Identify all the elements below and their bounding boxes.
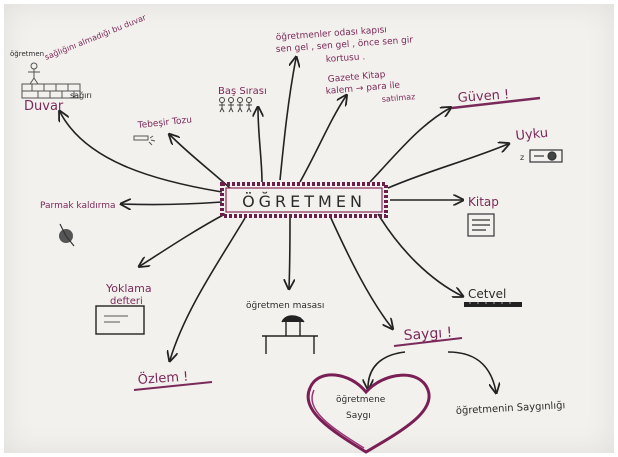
center-label: ÖĞRETMEN bbox=[242, 192, 366, 211]
kitap-node: Kitap bbox=[467, 195, 499, 237]
arrow-to-bas-sirasi bbox=[258, 108, 262, 183]
arrow-to-yoklama bbox=[140, 213, 226, 266]
yoklama-label: Yoklama bbox=[105, 282, 152, 295]
book-icon bbox=[467, 213, 495, 237]
uyku-label: Uyku bbox=[515, 126, 549, 144]
paper-background bbox=[4, 4, 614, 453]
arrow-to-gazete bbox=[299, 96, 346, 183]
tebesir-node: Tebeşir Tozu bbox=[133, 115, 192, 146]
arrow-to-uyku bbox=[387, 144, 508, 189]
ogretmen-small-label: öğretmen bbox=[10, 50, 44, 58]
arrow-to-cetvel bbox=[377, 213, 462, 296]
guven-label: Güven ! bbox=[457, 87, 510, 106]
kitap-label: Kitap bbox=[468, 195, 499, 209]
arrow-to-masa bbox=[289, 217, 290, 288]
arrow-to-saygi bbox=[329, 215, 392, 328]
svg-text:z: z bbox=[520, 153, 524, 162]
cetvel-label: Cetvel bbox=[468, 287, 506, 301]
defteri-label: defteri bbox=[110, 296, 143, 307]
ozlem-underline bbox=[133, 381, 213, 391]
ozlem-label: Özlem ! bbox=[137, 367, 189, 387]
tebesir-label: Tebeşir Tozu bbox=[136, 115, 192, 131]
arrow-saygi-right bbox=[447, 351, 496, 392]
yoklama-node: Yoklama defteri bbox=[95, 282, 152, 335]
oda-line-3: kortusu . bbox=[326, 52, 366, 65]
saygi-label: Saygı ! bbox=[403, 325, 453, 344]
stick-figure-icon bbox=[28, 62, 40, 85]
chalk-icon bbox=[133, 135, 156, 146]
bas-sirasi-node: Baş Sırası bbox=[218, 86, 267, 113]
saygi-underline bbox=[393, 337, 463, 347]
sleeping-person-icon: z bbox=[520, 149, 563, 163]
ogretmene-label: öğretmene bbox=[336, 395, 386, 405]
parmak-label: Parmak kaldırma bbox=[40, 201, 116, 211]
desk-icon bbox=[262, 315, 318, 354]
masa-label: öğretmen masası bbox=[246, 301, 324, 311]
heart-node: öğretmene Saygı bbox=[306, 373, 431, 454]
bas-sirasi-label: Baş Sırası bbox=[218, 86, 267, 97]
ozlem-node: Özlem ! bbox=[133, 367, 213, 391]
saygi-node: Saygı ! bbox=[393, 325, 463, 347]
masa-node: öğretmen masası bbox=[246, 301, 324, 354]
ruler-icon bbox=[464, 302, 522, 307]
duvar-label: Duvar bbox=[24, 99, 64, 114]
brick-wall-icon bbox=[21, 83, 81, 99]
arrow-to-tebesir bbox=[170, 135, 231, 189]
uyku-node: Uyku z bbox=[515, 126, 563, 163]
saglik-note: sağlığını almadığı bu duvar bbox=[43, 13, 148, 62]
arrow-to-duvar bbox=[60, 112, 223, 193]
arrow-saygi-left bbox=[368, 351, 406, 388]
gazete-node: Gazete Kitap kalem → para ile satılmaz bbox=[325, 70, 415, 104]
students-row-icon bbox=[219, 97, 252, 113]
parmak-node: Parmak kaldırma bbox=[40, 201, 116, 247]
duvar-sagiri-label: sağırı bbox=[70, 91, 92, 100]
saygi-small-label: Saygı bbox=[346, 411, 371, 421]
raised-hand-icon bbox=[59, 223, 75, 247]
arrow-to-oda bbox=[279, 58, 296, 181]
attendance-book-icon bbox=[95, 305, 145, 335]
duvar-node: öğretmen sağlığını almadığı bu duvar Duv… bbox=[10, 13, 148, 114]
arrow-to-guven bbox=[369, 108, 450, 183]
arrow-to-ozlem bbox=[170, 217, 246, 360]
guven-node: Güven ! bbox=[451, 87, 541, 110]
arrows bbox=[60, 58, 508, 392]
center-box: ÖĞRETMEN bbox=[220, 182, 388, 218]
cetvel-node: Cetvel bbox=[464, 287, 522, 307]
heart-icon bbox=[306, 373, 431, 454]
guven-underline bbox=[451, 96, 541, 110]
saygınlik-label: öğretmenin Saygınlığı bbox=[456, 399, 566, 417]
arrow-to-parmak bbox=[122, 202, 223, 205]
gazete-line-3: satılmaz bbox=[381, 92, 415, 104]
